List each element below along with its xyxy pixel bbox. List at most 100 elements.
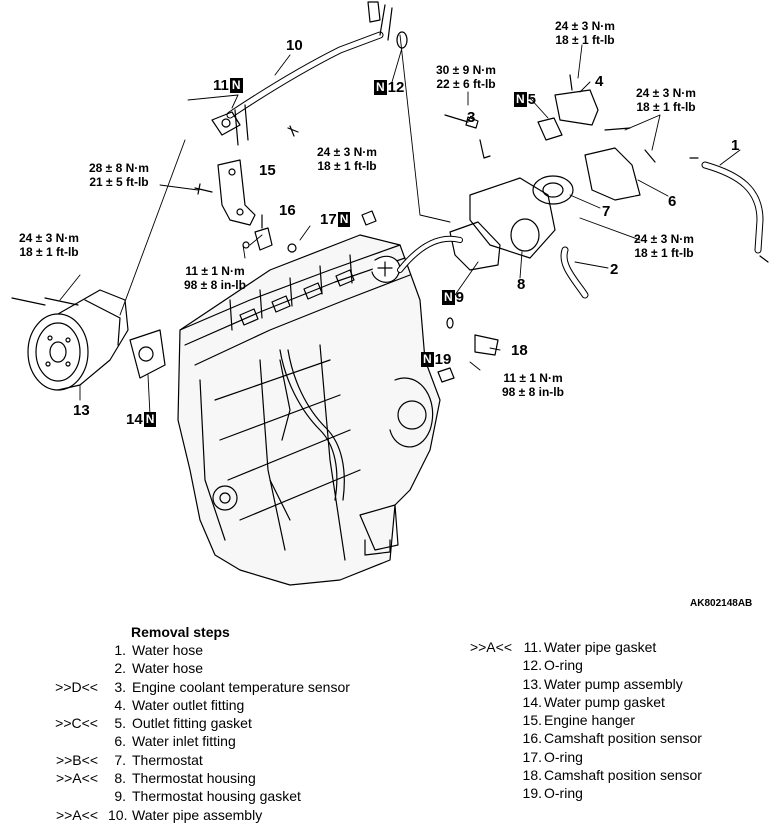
new-part-badge: N (143, 412, 157, 427)
step-number: 11. (523, 639, 542, 655)
step-label: O-ring (544, 657, 583, 674)
step-number: 16. (522, 730, 542, 747)
removal-step: 6. Water inlet fitting (108, 732, 350, 750)
thermostat-drawing (532, 175, 574, 205)
removal-steps-left: 1. Water hose 2. Water hose >>D<< 3. Engine co… (55, 641, 350, 824)
removal-step: 4.Water outlet fitting (108, 696, 350, 714)
step-number: 17. (522, 748, 542, 765)
removal-step: 13.Water pump assembly (522, 675, 702, 693)
step-label: Water pipe assembly (132, 806, 263, 823)
procedure-reference-mark: >>A<< (469, 639, 512, 655)
outlet-fitting-gasket-drawing (537, 117, 563, 141)
step-label: O-ring (544, 785, 583, 802)
water-inlet-fitting-drawing (584, 147, 641, 201)
removal-step: 14.Water pump gasket (522, 693, 702, 711)
removal-step: 18.Camshaft position sensor (522, 766, 702, 784)
step-label: Water outlet fitting (132, 696, 245, 713)
step-number: 2. (114, 660, 126, 677)
removal-step: 17.O-ring (522, 748, 702, 766)
leader-lines (59, 34, 741, 416)
pipe-gasket-drawing (211, 111, 241, 136)
step-number: 19. (522, 785, 542, 802)
new-part-badge: N (421, 352, 434, 367)
step-label: Camshaft position sensor (544, 730, 702, 747)
callout-4: 4 (595, 73, 604, 90)
step-number: 3. (114, 678, 126, 695)
step-label: Water pump assembly (544, 675, 683, 692)
water-pump-gasket-drawing (129, 329, 166, 379)
step-number: 10. (108, 806, 128, 823)
thermostat-housing-gasket-drawing (449, 221, 501, 271)
removal-step: >>A<<8.Thermostat housing (56, 769, 350, 787)
removal-steps-title: Removal steps (131, 624, 230, 640)
removal-step: 1. Water hose (108, 641, 350, 659)
procedure-reference-mark: >>A<< (55, 770, 98, 787)
callout-3: 3 (467, 109, 476, 126)
water-outlet-fitting-drawing (554, 74, 599, 126)
removal-step: 16.Camshaft position sensor (522, 729, 702, 747)
step-number: 7. (114, 751, 126, 768)
removal-step: 2. Water hose (108, 659, 350, 677)
step-number: 18. (522, 767, 542, 784)
new-part-badge: N (337, 212, 351, 227)
removal-step: >>B<<7.Thermostat (56, 751, 350, 769)
step-number: 5. (114, 715, 126, 732)
step-label: Engine coolant temperature sensor (132, 678, 350, 695)
removal-step: 12.O-ring (522, 656, 702, 674)
removal-step: 19.O-ring (522, 784, 702, 802)
camshaft-sensor-16-drawing (254, 214, 273, 251)
procedure-reference-mark: >>A<< (55, 806, 98, 823)
procedure-reference-mark: >>D<< (55, 678, 98, 695)
water-pump-drawing (11, 289, 129, 391)
callout-15: 15 (259, 162, 276, 179)
callout-13: 13 (73, 402, 90, 419)
step-label: Camshaft position sensor (544, 767, 702, 784)
callout-10: 10 (286, 37, 303, 54)
step-label: Water inlet fitting (132, 733, 236, 750)
exploded-engine-diagram (11, 1, 769, 586)
removal-step: 15.Engine hanger (522, 711, 702, 729)
step-number: 8. (114, 770, 126, 787)
removal-step: >>A<<11.Water pipe gasket (470, 638, 702, 656)
callout-6: 6 (668, 193, 677, 210)
step-label: Water hose (132, 642, 204, 658)
removal-step: 9.Thermostat housing gasket (108, 787, 350, 805)
thermostat-housing-drawing (469, 177, 556, 259)
procedure-reference-mark: >>C<< (55, 715, 98, 732)
step-number: 14. (522, 693, 542, 710)
step-label: Outlet fitting gasket (132, 715, 252, 732)
step-number: 13. (522, 675, 542, 692)
step-label: Water hose (132, 660, 204, 677)
new-part-badge: N (374, 80, 387, 95)
figure-code: AK802148AB (690, 598, 753, 609)
step-number: 6. (114, 733, 126, 750)
removal-step: >>C<< 5. Outlet fitting gasket (55, 714, 350, 732)
callout-2: 2 (610, 261, 619, 278)
callout-18: 18 (511, 342, 528, 359)
removal-step: >>D<< 3. Engine coolant temperature sensor (55, 678, 350, 696)
step-label: Thermostat (132, 751, 203, 768)
step-number: 1. (114, 642, 126, 658)
step-label: Engine hanger (544, 712, 636, 729)
step-label: O-ring (544, 748, 583, 765)
o-ring-12-drawing (396, 31, 408, 49)
step-number: 9. (114, 788, 126, 805)
new-part-badge: N (514, 92, 527, 107)
removal-step: >>A<< 10.Water pipe assembly (56, 806, 350, 824)
o-ring-17-drawing (287, 243, 297, 253)
new-part-badge: N (229, 78, 243, 93)
